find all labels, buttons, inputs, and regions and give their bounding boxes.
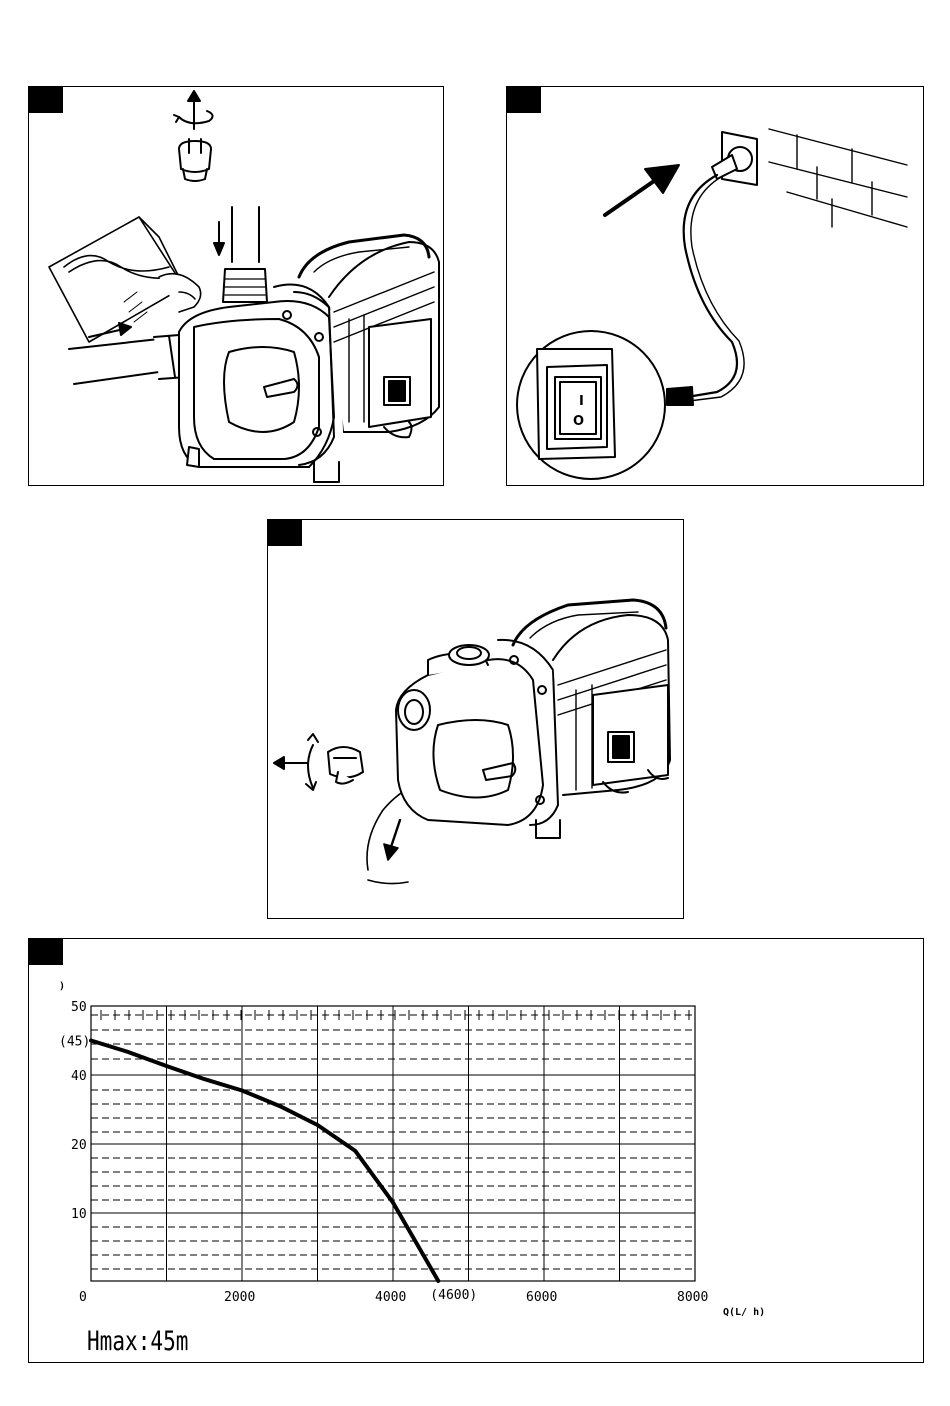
pump-curve-chart: 50 40 20 10 0 2000 4000 6000 8000 (45) (4600) Q(L/ … xyxy=(29,939,924,1363)
panel-drain-pump xyxy=(267,519,684,919)
illustration-plug-in: I O xyxy=(507,87,924,486)
series-line-head-flow xyxy=(91,1041,438,1282)
panel-plug-in: I O xyxy=(506,86,924,486)
switch-detail-icon xyxy=(517,331,665,479)
plug-cable xyxy=(655,155,744,409)
y-tick-label: 40 xyxy=(71,1069,87,1084)
x-tick-label: 4000 xyxy=(375,1290,406,1305)
pump-body xyxy=(179,235,439,482)
panel-fill-pump xyxy=(28,86,444,486)
chart-labels: 50 40 20 10 0 2000 4000 6000 8000 (45) (4600) Q(L/ … xyxy=(59,981,765,1318)
rotate-up-arrow-icon xyxy=(174,91,213,129)
y-axis-label: ) xyxy=(59,981,65,992)
x-tick-label: 0 xyxy=(79,1290,87,1305)
chart-series xyxy=(91,1040,439,1281)
suction-hose xyxy=(69,335,187,384)
y-tick-label: 50 xyxy=(71,1000,87,1015)
switch-on-label: I xyxy=(579,394,584,409)
x-tick-label: 6000 xyxy=(526,1290,557,1305)
x-tick-label: 2000 xyxy=(224,1290,255,1305)
drain-plug-rotate-icon xyxy=(274,734,363,790)
brick-wall xyxy=(769,129,907,227)
illustration-fill-pump xyxy=(29,87,444,486)
x-tick-label: 8000 xyxy=(677,1290,708,1305)
y-tick-label: 20 xyxy=(71,1138,87,1153)
discharge-pipe xyxy=(214,207,267,302)
hmax-label: Hmax:45m xyxy=(87,1326,188,1357)
panel-performance-chart: 50 40 20 10 0 2000 4000 6000 8000 (45) (4600) Q(L/ … xyxy=(28,938,924,1363)
y-tick-label: 10 xyxy=(71,1207,87,1222)
plug-direction-arrow-icon xyxy=(605,165,679,215)
y-max-annotation: (45) xyxy=(59,1035,90,1050)
x-axis-label: Q(L/ h) xyxy=(723,1307,765,1318)
x-max-annotation: (4600) xyxy=(430,1288,477,1303)
filler-cap-icon xyxy=(179,139,211,181)
chart-grid xyxy=(91,1006,695,1281)
switch-off-label: O xyxy=(573,414,584,429)
pump-body xyxy=(396,600,670,838)
illustration-drain-pump xyxy=(268,520,684,919)
